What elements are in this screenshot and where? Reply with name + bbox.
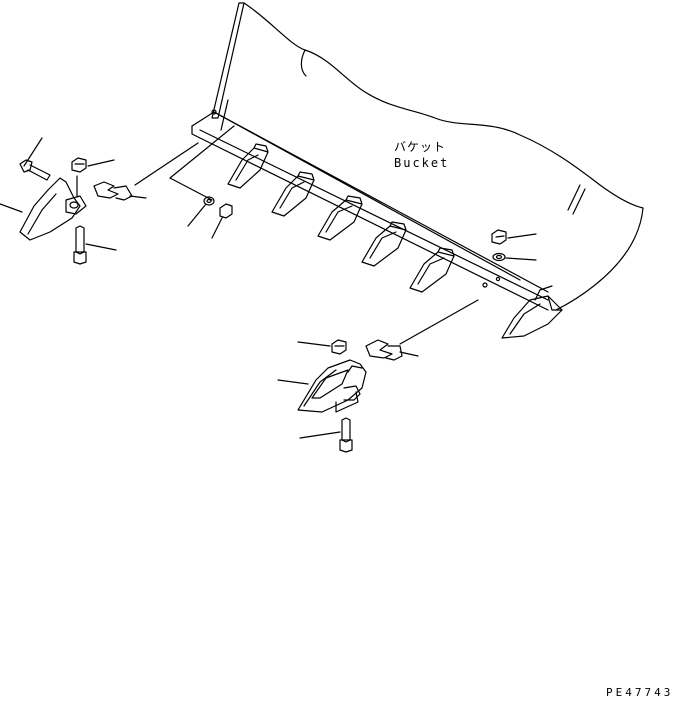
retainer-left	[94, 182, 146, 200]
bucket-side-plate	[212, 3, 244, 118]
bucket-label-english: Bucket	[394, 156, 450, 170]
bucket-body	[192, 3, 643, 310]
tooth-3	[318, 196, 362, 240]
bolt-left-bottom	[74, 226, 116, 264]
cutting-edge-front	[192, 126, 548, 310]
bolt-left-top	[20, 138, 50, 180]
tooth-1	[228, 144, 268, 188]
bucket-label-japanese: バケット	[394, 140, 447, 154]
exploded-group-bottom	[278, 300, 478, 452]
bucket-teeth	[228, 144, 562, 338]
nut-bottom	[298, 340, 346, 354]
bolt-bottom	[300, 418, 352, 452]
adapter-bottom	[278, 360, 366, 412]
washer-left	[188, 197, 214, 226]
exploded-group-left	[0, 126, 234, 264]
retainer-bottom	[366, 340, 418, 360]
nut-left	[72, 158, 114, 172]
tooth-2	[272, 172, 314, 216]
corner-tooth	[502, 286, 562, 338]
nut-left-small	[212, 204, 232, 238]
nut-right	[492, 230, 536, 244]
bucket-back	[556, 208, 643, 310]
washer-right	[493, 254, 536, 261]
drawing-number: PE47743	[606, 686, 674, 699]
tooth-5	[410, 248, 454, 292]
adapter-left	[0, 176, 86, 240]
tooth-4	[362, 222, 406, 266]
